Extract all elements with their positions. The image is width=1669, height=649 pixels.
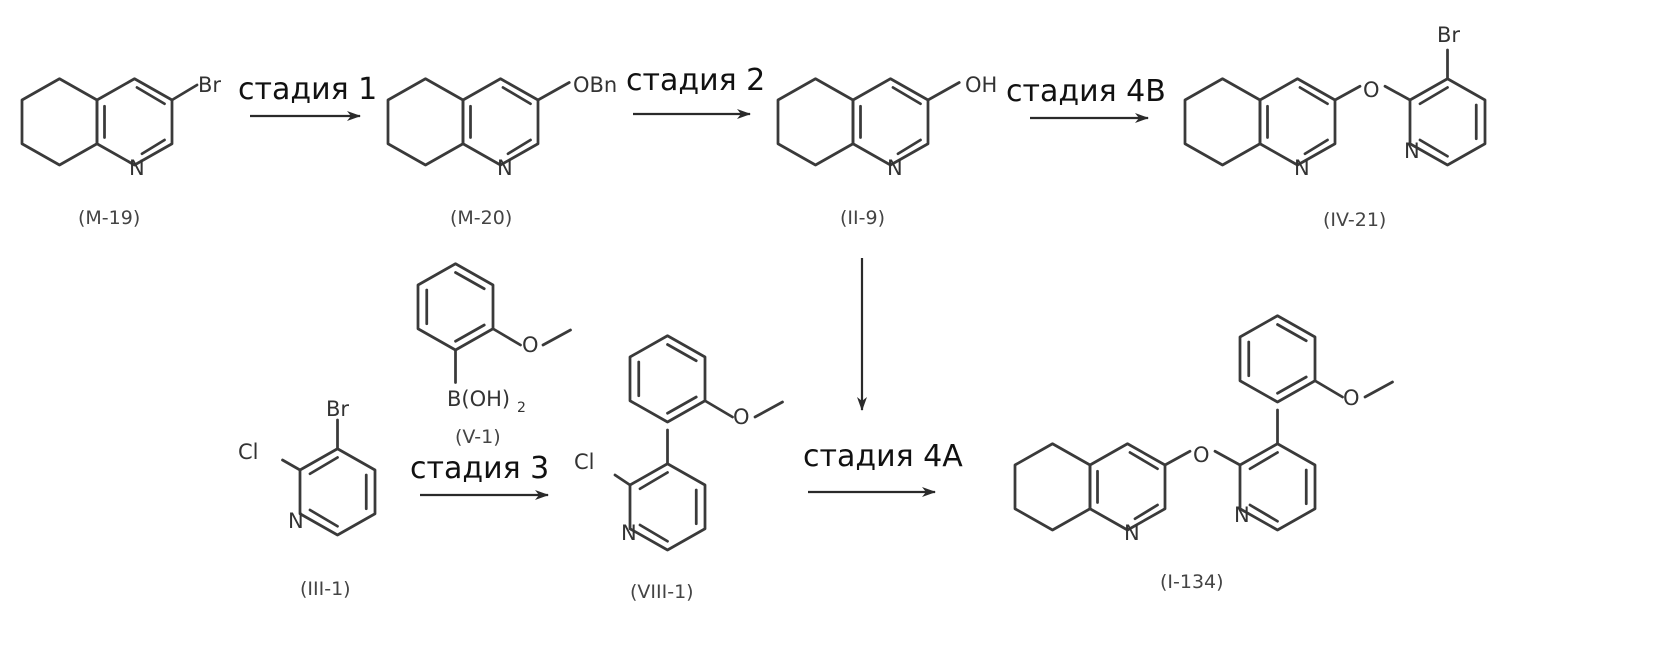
atom-o-viii1: O: [733, 405, 750, 429]
methoxyphenyl-ring-viii1: [630, 336, 783, 422]
atom-n-i134-quinoline: N: [1124, 521, 1140, 545]
atom-boh-v1: B(OH): [447, 387, 510, 411]
step-4b-label: стадия 4B: [1006, 74, 1166, 109]
pyridine-ring-i134: [1240, 410, 1315, 530]
label-v1: (V-1): [455, 426, 501, 448]
atom-n-iv21-quinoline: N: [1294, 156, 1310, 180]
atom-o-i134: O: [1193, 443, 1210, 467]
label-iv21: (IV-21): [1323, 209, 1386, 231]
label-m20: (M-20): [450, 207, 512, 229]
atom-o-i134-methoxy: O: [1343, 386, 1360, 410]
atom-br-m19: Br: [198, 73, 221, 97]
atom-o-v1: O: [522, 333, 539, 357]
label-viii1: (VIII-1): [630, 581, 694, 603]
step-2-label: стадия 2: [626, 63, 765, 98]
atom-o-iv21: O: [1363, 78, 1380, 102]
subscript-2-v1: 2: [517, 400, 526, 416]
methoxyphenyl-ring-i134: [1240, 316, 1393, 402]
label-iii1: (III-1): [300, 578, 351, 600]
atom-n-i134-pyridine: N: [1234, 503, 1250, 527]
atom-obn-m20: OBn: [573, 73, 617, 97]
label-m19: (M-19): [78, 207, 140, 229]
atom-cl-iii1: Cl: [238, 440, 259, 464]
step-3-label: стадия 3: [410, 451, 549, 486]
atom-n-m20: N: [497, 156, 513, 180]
atom-cl-viii1: Cl: [574, 450, 595, 474]
structure-ii9: [778, 79, 959, 165]
atom-n-viii1: N: [621, 521, 637, 545]
atom-br-iii1: Br: [326, 397, 349, 421]
label-ii9: (II-9): [840, 207, 885, 229]
step-4a-label: стадия 4A: [803, 439, 963, 474]
atom-n-ii9: N: [887, 156, 903, 180]
label-i134: (I-134): [1160, 571, 1224, 593]
structure-m20: [388, 79, 569, 165]
structure-m19: [22, 79, 197, 165]
atom-oh-ii9: OH: [965, 73, 997, 97]
atom-n-iv21-pyridine: N: [1404, 139, 1420, 163]
pyridine-ring-iv21: [1410, 50, 1485, 165]
atom-br-iv21: Br: [1437, 23, 1460, 47]
structure-v1: [418, 264, 571, 383]
atom-n-m19: N: [129, 156, 145, 180]
atom-n-iii1: N: [288, 509, 304, 533]
step-1-label: стадия 1: [238, 72, 377, 107]
